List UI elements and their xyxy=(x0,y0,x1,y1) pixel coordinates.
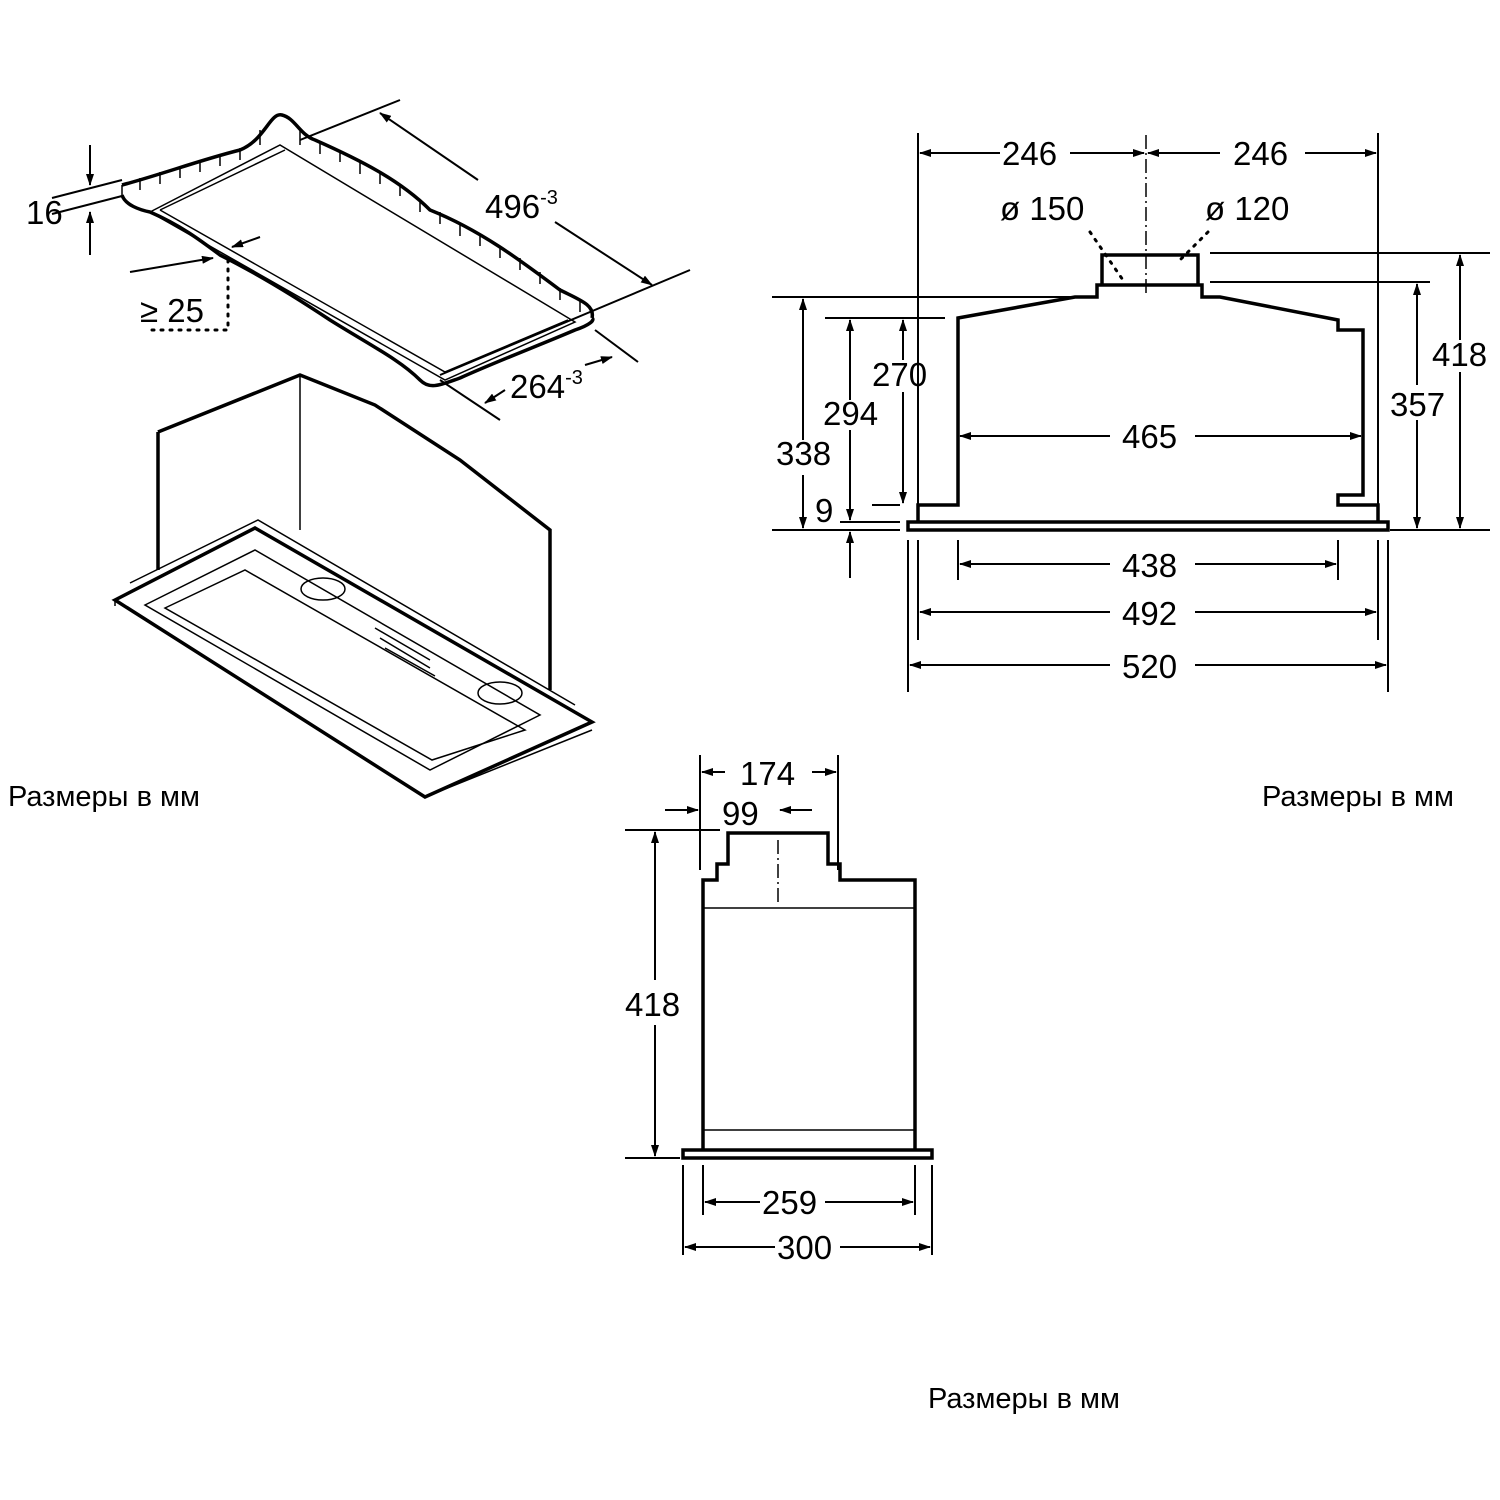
front-h270-label: 270 xyxy=(872,356,927,393)
side-w99-label: 99 xyxy=(722,795,759,832)
front-h357-label: 357 xyxy=(1390,386,1445,423)
front-h338-label: 338 xyxy=(776,435,831,472)
side-w174-label: 174 xyxy=(740,755,795,792)
caption-side: Размеры в мм xyxy=(928,1383,1120,1415)
front-half-left-label: 246 xyxy=(1002,135,1057,172)
side-w300-label: 300 xyxy=(777,1229,832,1266)
front-view: 246 246 ø 150 ø 120 338 294 270 9 418 35… xyxy=(772,133,1490,692)
duct-120-label: ø 120 xyxy=(1205,190,1289,227)
front-h294-label: 294 xyxy=(823,395,878,432)
side-h418-label: 418 xyxy=(625,986,680,1023)
caption-iso: Размеры в мм xyxy=(8,781,200,813)
side-view: 174 99 418 259 300 xyxy=(625,755,934,1266)
front-w520-label: 520 xyxy=(1122,648,1177,685)
cutout-width-label: 264-3 xyxy=(510,367,583,405)
cutout-depth-label: 16 xyxy=(26,194,63,231)
front-w438-label: 438 xyxy=(1122,547,1177,584)
front-h9-label: 9 xyxy=(815,492,833,529)
cutout-length-label: 496-3 xyxy=(485,187,558,225)
duct-150-label: ø 150 xyxy=(1000,190,1084,227)
hood-isometric xyxy=(111,373,596,799)
cutout-min-edge-label: ≥ 25 xyxy=(140,292,204,329)
caption-front: Размеры в мм xyxy=(1262,781,1454,813)
front-w465-label: 465 xyxy=(1122,418,1177,455)
cutout-isometric: 16 496-3 264-3 ≥ 25 xyxy=(26,99,691,421)
front-h418-label: 418 xyxy=(1432,336,1487,373)
side-w259-label: 259 xyxy=(762,1184,817,1221)
front-half-right-label: 246 xyxy=(1233,135,1288,172)
front-w492-label: 492 xyxy=(1122,595,1177,632)
